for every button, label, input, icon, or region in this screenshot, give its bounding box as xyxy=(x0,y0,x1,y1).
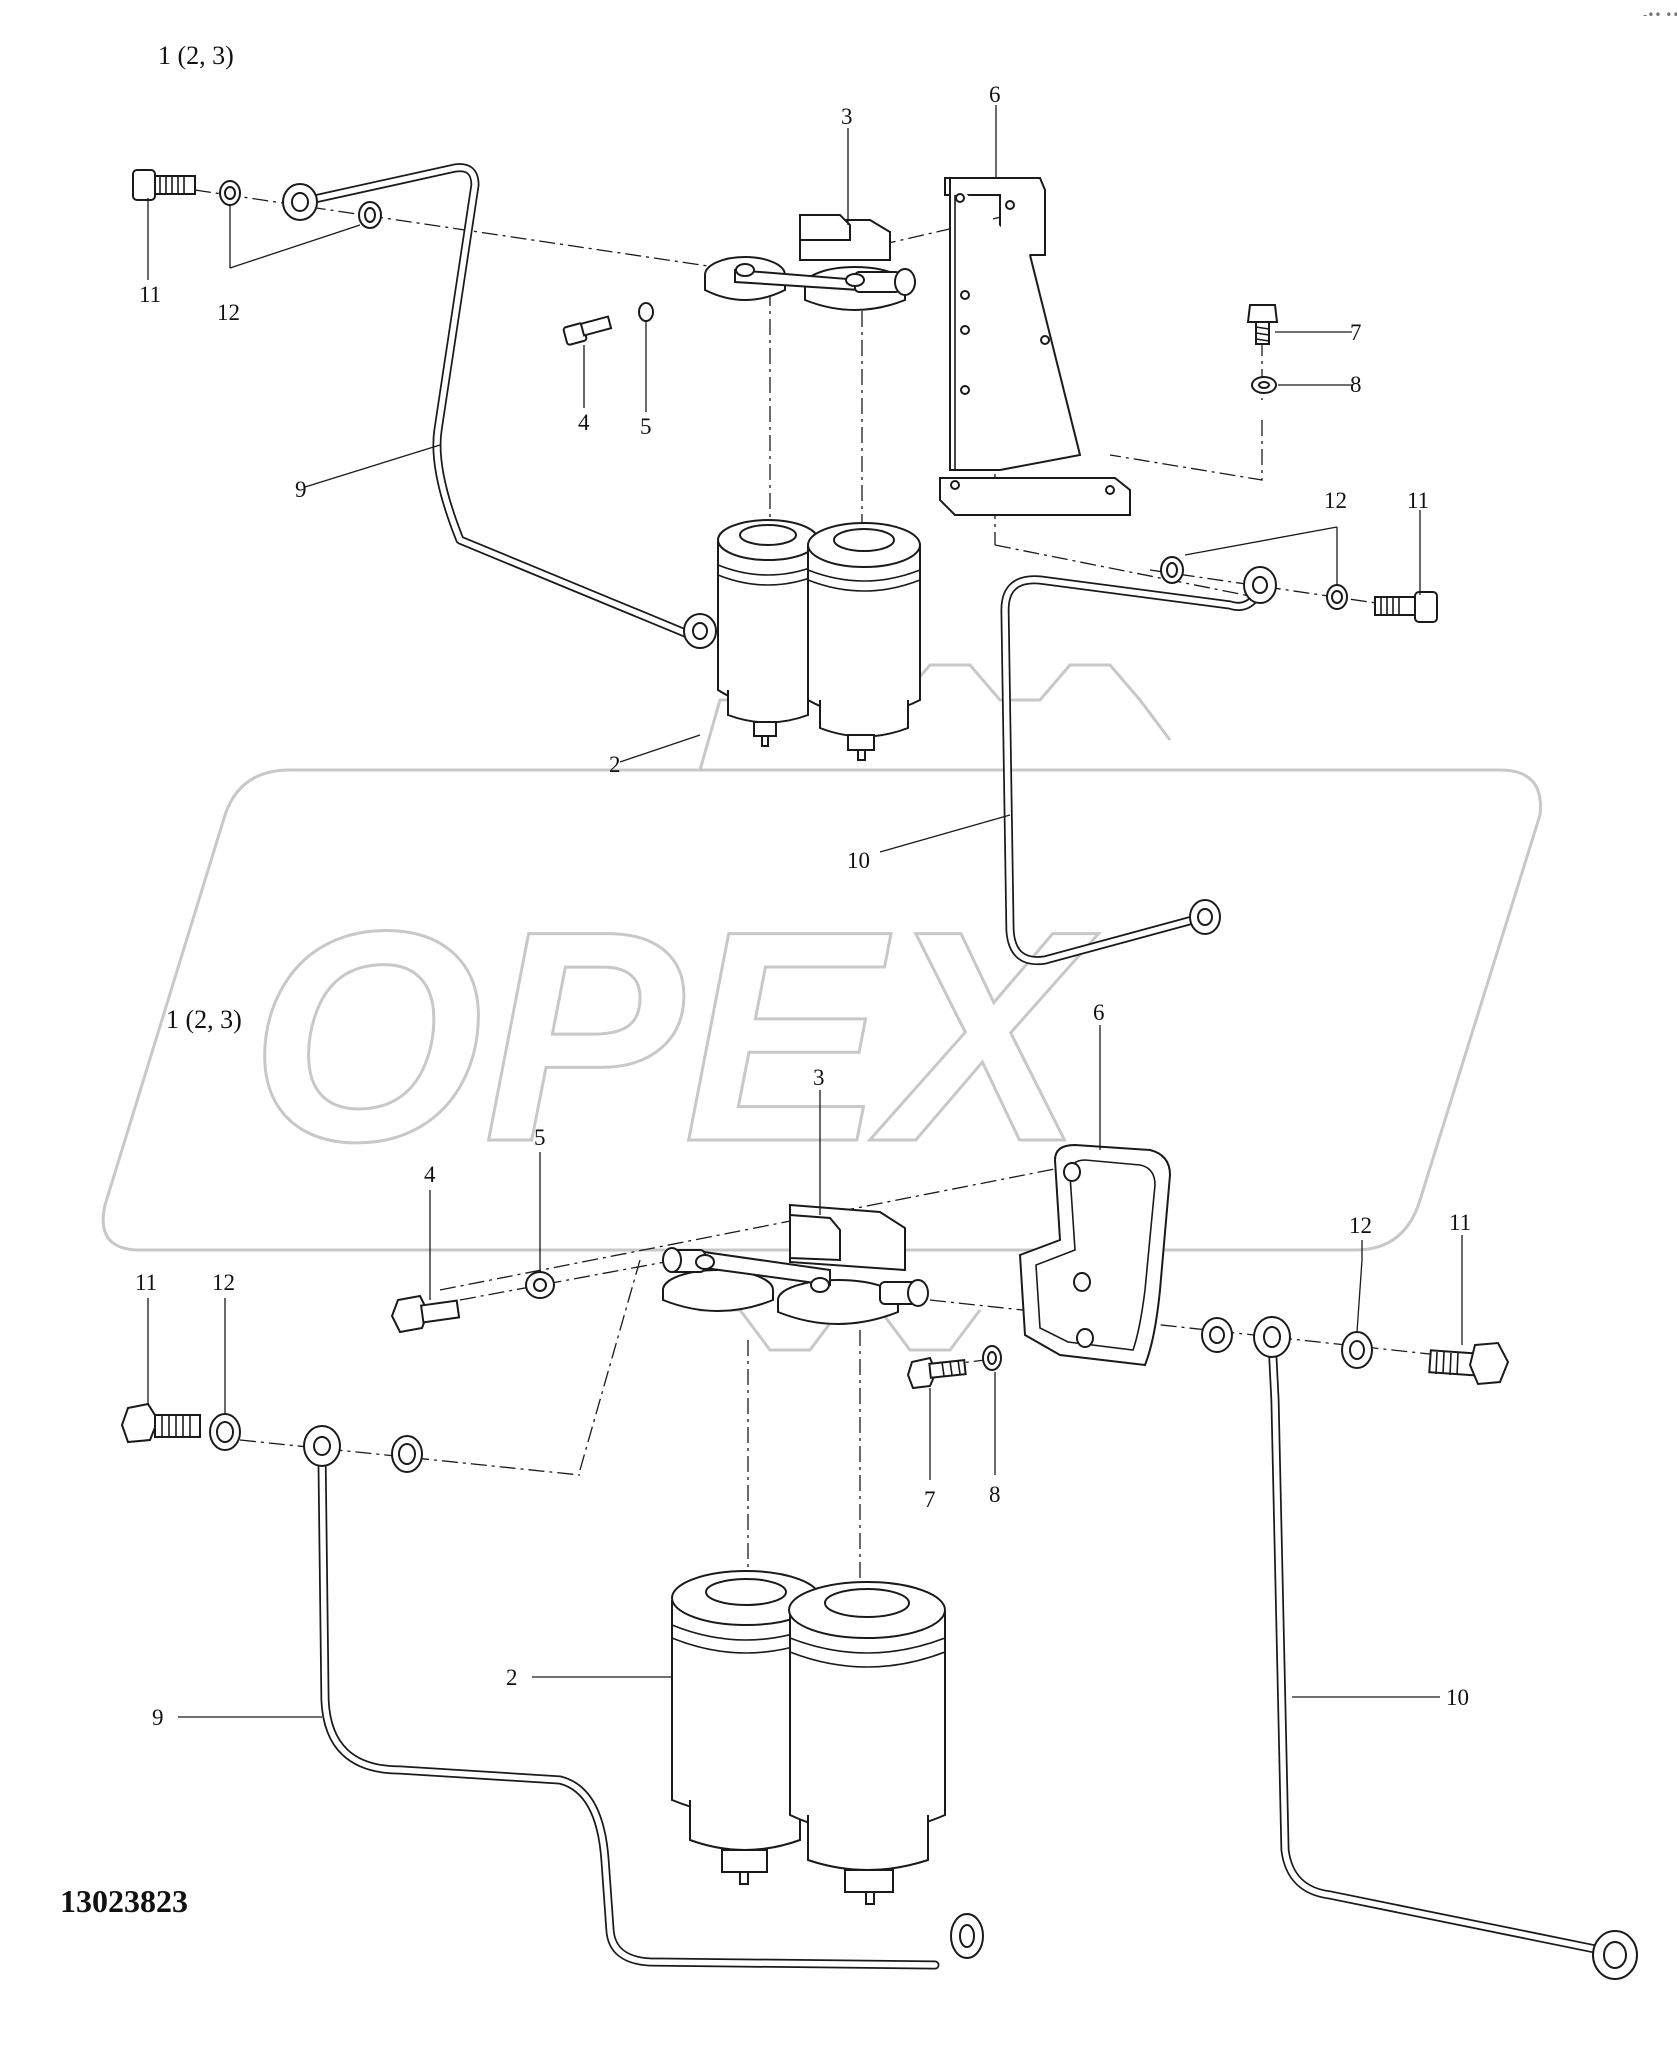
callout-11-bottom-right: 11 xyxy=(1449,1210,1471,1235)
callout-12-bottom-left: 12 xyxy=(212,1270,235,1295)
callout-11-bottom-left: 11 xyxy=(135,1270,157,1295)
callout-3-bottom: 3 xyxy=(813,1065,825,1090)
top-group-label: 1 (2, 3) xyxy=(158,41,234,70)
callout-9-top: 9 xyxy=(295,477,307,502)
watermark-text: OPEX xyxy=(250,868,1099,1204)
bolt-4-top xyxy=(562,315,613,346)
callout-2-top: 2 xyxy=(609,752,621,777)
callout-5-bottom: 5 xyxy=(534,1125,546,1150)
callout-7-top: 7 xyxy=(1350,320,1362,345)
callout-12-top-right: 12 xyxy=(1324,488,1347,513)
top-assembly: 1 (2, 3) xyxy=(132,41,1438,966)
bracket-6-top xyxy=(939,177,1131,516)
callout-6-top: 6 xyxy=(989,82,1001,107)
bolt-7-top xyxy=(1246,304,1279,345)
bottom-group-label: 1 (2, 3) xyxy=(166,1005,242,1034)
callout-3-top: 3 xyxy=(841,104,853,129)
washer-5-top xyxy=(638,302,654,322)
bolt-4-bottom xyxy=(390,1294,461,1334)
banjo-bolt-11-top-left xyxy=(132,169,196,201)
filter-cartridges-2-bottom xyxy=(671,1570,946,1905)
callout-11-top-right: 11 xyxy=(1407,488,1429,513)
filter-cartridges-2-top xyxy=(717,519,921,761)
bottom-assembly: 1 (2, 3) xyxy=(60,1000,1638,1980)
banjo-bolt-11-bottom-right xyxy=(1428,1341,1510,1386)
bracket-6-bottom xyxy=(1018,1143,1172,1367)
callout-4-bottom: 4 xyxy=(424,1162,436,1187)
corner-mark: -•• ••• xyxy=(1643,8,1677,22)
callout-10-top: 10 xyxy=(847,848,870,873)
callout-8-bottom: 8 xyxy=(989,1482,1001,1507)
watermark: OPEX xyxy=(101,663,1542,1352)
callout-11-top-left: 11 xyxy=(139,282,161,307)
banjo-bolt-11-top-right xyxy=(1374,591,1438,623)
callout-6-bottom: 6 xyxy=(1093,1000,1105,1025)
callout-12-top-left: 12 xyxy=(217,300,240,325)
callout-12-bottom-right: 12 xyxy=(1349,1213,1372,1238)
callout-10-bottom: 10 xyxy=(1446,1685,1469,1710)
callout-4-top: 4 xyxy=(578,410,590,435)
callout-5-top: 5 xyxy=(640,414,652,439)
document-code: 13023823 xyxy=(60,1883,188,1919)
filter-head-3-bottom xyxy=(662,1203,929,1325)
callout-2-bottom: 2 xyxy=(506,1665,518,1690)
callout-8-top: 8 xyxy=(1350,372,1362,397)
callout-7-bottom: 7 xyxy=(924,1487,936,1512)
callout-9-bottom: 9 xyxy=(152,1705,164,1730)
bolt-7-bottom xyxy=(906,1356,967,1390)
banjo-bolt-11-bottom-left xyxy=(120,1402,201,1444)
filter-head-3-top xyxy=(704,214,916,311)
